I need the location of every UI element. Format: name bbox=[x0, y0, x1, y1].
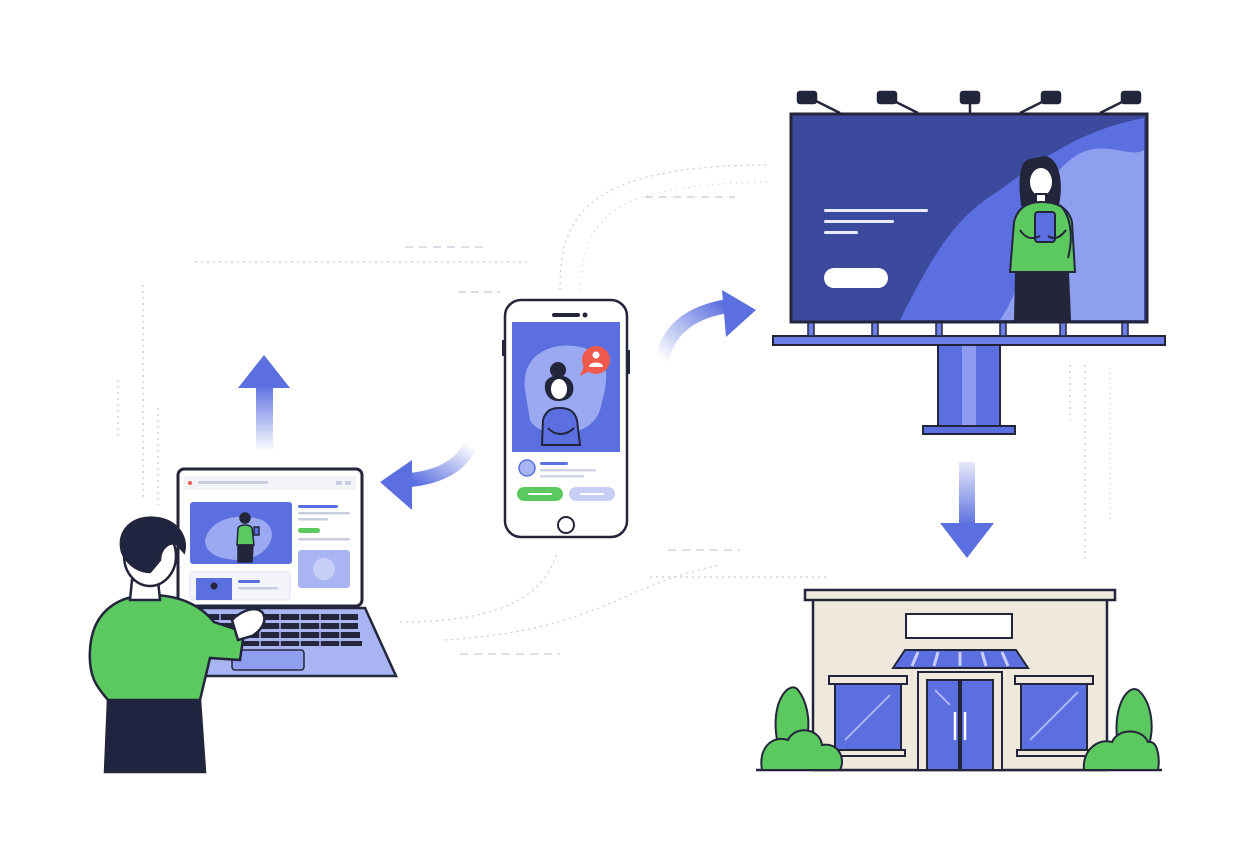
avatar bbox=[518, 459, 536, 477]
laptop-keys bbox=[182, 614, 362, 646]
bush-icon bbox=[760, 686, 843, 771]
flow-arrow-icon bbox=[655, 290, 756, 362]
flow-arrow-icon bbox=[238, 355, 290, 452]
billboard-icon bbox=[772, 90, 1166, 435]
billboard-cta-pill bbox=[824, 268, 888, 288]
laptop-trackpad bbox=[231, 649, 305, 671]
connector-line bbox=[579, 181, 771, 291]
user-notification-icon bbox=[580, 346, 610, 376]
flow-arrow-icon bbox=[940, 462, 994, 558]
flow-arrow-icon bbox=[380, 441, 477, 510]
connector-line bbox=[399, 554, 557, 623]
billboard-rail bbox=[772, 335, 1166, 346]
bush-icon bbox=[1082, 688, 1160, 771]
person-icon bbox=[88, 516, 266, 774]
smartphone-icon bbox=[502, 298, 630, 539]
connector-line bbox=[559, 164, 771, 291]
connector-line bbox=[444, 564, 721, 641]
storefront-icon bbox=[756, 588, 1162, 772]
billboard-lamps bbox=[796, 90, 1142, 115]
home-button bbox=[557, 516, 575, 534]
store-roof bbox=[803, 588, 1117, 602]
person-icon bbox=[540, 362, 582, 446]
store-door bbox=[926, 679, 960, 771]
billboard-text-lines bbox=[824, 209, 928, 234]
person-icon bbox=[1008, 155, 1077, 321]
connector-lines bbox=[117, 164, 1111, 655]
person-icon bbox=[236, 512, 260, 563]
phone-speaker bbox=[552, 313, 580, 317]
store-sign bbox=[905, 613, 1013, 639]
